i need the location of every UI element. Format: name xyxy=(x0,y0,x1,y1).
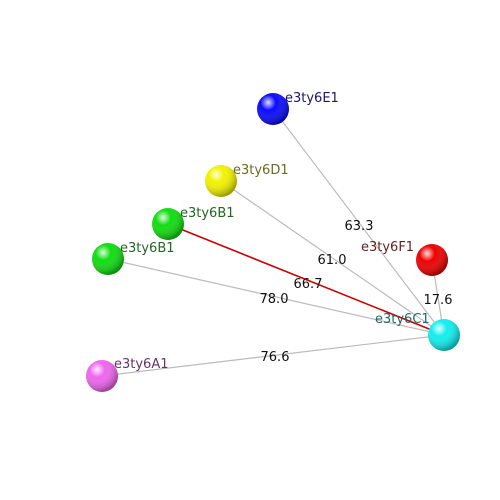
edge-label: 66.7 xyxy=(294,277,323,292)
node-label: e3ty6E1 xyxy=(285,91,339,106)
edge-e3ty6E1-e3ty6C1 xyxy=(272,108,445,336)
edge-label: 61.0 xyxy=(318,253,347,268)
node-highlight xyxy=(416,244,448,276)
node-e3ty6B1_b[interactable]: e3ty6B1 xyxy=(92,241,175,275)
node-label: e3ty6D1 xyxy=(233,163,289,178)
node-highlight xyxy=(86,360,118,392)
edge-e3ty6B1_a-e3ty6C1 xyxy=(167,223,445,336)
node-highlight xyxy=(92,243,124,275)
edge-label: 78.0 xyxy=(260,292,289,307)
node-e3ty6F1[interactable]: e3ty6F1 xyxy=(361,240,448,276)
node-e3ty6C1[interactable]: e3ty6C1 xyxy=(375,312,460,351)
node-e3ty6D1[interactable]: e3ty6D1 xyxy=(205,163,289,197)
edge-label: 17.6 xyxy=(424,293,453,308)
node-highlight xyxy=(428,319,460,351)
edges-layer: 63.3 61.0 66.7 78.0 17.6 76.6 xyxy=(101,108,453,377)
node-e3ty6E1[interactable]: e3ty6E1 xyxy=(257,91,339,125)
nodes-layer: e3ty6E1 e3ty6D1 e3ty6B1 e3ty6B1 e3ty6F1 e3ty6… xyxy=(86,91,460,392)
node-highlight xyxy=(152,208,184,240)
edge-e3ty6B1_b-e3ty6C1 xyxy=(107,258,445,336)
edge-e3ty6A1-e3ty6C1 xyxy=(101,334,445,377)
node-label: e3ty6B1 xyxy=(180,206,235,221)
node-label: e3ty6B1 xyxy=(120,241,175,256)
edge-e3ty6D1-e3ty6C1 xyxy=(220,180,445,336)
edge-label: 63.3 xyxy=(345,219,374,234)
node-highlight xyxy=(257,93,289,125)
node-e3ty6A1[interactable]: e3ty6A1 xyxy=(86,357,169,392)
node-label: e3ty6F1 xyxy=(361,240,414,255)
node-label: e3ty6C1 xyxy=(375,312,430,327)
node-highlight xyxy=(205,165,237,197)
node-label: e3ty6A1 xyxy=(114,357,169,372)
node-e3ty6B1_a[interactable]: e3ty6B1 xyxy=(152,206,235,240)
edge-label: 76.6 xyxy=(261,350,290,365)
